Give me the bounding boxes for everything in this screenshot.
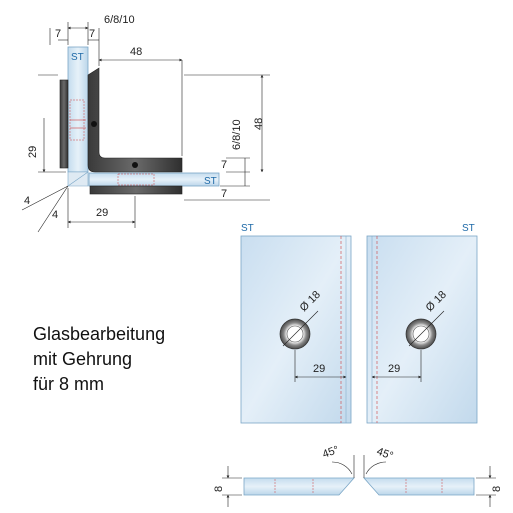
vertical-glass-pane	[67, 46, 89, 173]
glass-panels: ST Ø 18 29 ST Ø 18 29	[240, 223, 478, 424]
right-angle-arc	[365, 461, 387, 475]
edge-profiles: 8 45° 8 45°	[213, 444, 503, 507]
screw-vertical	[91, 121, 97, 127]
dim-gap-7-a-label: 7	[221, 159, 227, 171]
top-view: ST ST 6/8/10 7 7 48 6/8/10 48 7 7 29	[21, 14, 270, 233]
left-angle-label: 45°	[321, 444, 341, 461]
right-edge-profile	[363, 477, 475, 496]
caption-line-3: für 8 mm	[33, 374, 105, 394]
dim-vertical-thickness-label: 6/8/10	[231, 119, 243, 150]
left-edge-distance-label: 29	[313, 363, 325, 375]
dim-side-29-label: 29	[27, 146, 39, 158]
right-thickness-label: 8	[491, 486, 503, 492]
dim-right-gap-label: 7	[89, 28, 95, 40]
dim-diag-4-b-label: 4	[52, 209, 58, 221]
left-panel-st-label: ST	[241, 223, 254, 234]
vertical-pane-hole-outline	[69, 99, 85, 141]
left-clamp-plate	[59, 79, 69, 169]
dim-total-height-label: 48	[253, 118, 265, 130]
dim-gap-7-b-label: 7	[221, 188, 227, 200]
horizontal-pane-hole-outline	[117, 173, 155, 186]
dim-left-gap-label: 7	[55, 28, 61, 40]
right-hole-diameter-line	[408, 310, 445, 347]
caption: Glasbearbeitung mit Gehrung für 8 mm	[33, 322, 165, 397]
caption-line-1: Glasbearbeitung	[33, 324, 166, 344]
dim-thickness-label: 6/8/10	[104, 14, 135, 26]
dim-bottom-29-label: 29	[96, 207, 108, 219]
left-edge-profile	[243, 477, 355, 496]
right-angle-label: 45°	[375, 446, 395, 463]
left-hole-diameter-line	[282, 310, 319, 347]
right-panel-st-label: ST	[462, 223, 475, 234]
dim-line-diag-b	[37, 185, 69, 233]
left-thickness-label: 8	[213, 486, 225, 492]
dim-arm-width-label: 48	[130, 46, 142, 58]
hinge-body	[87, 67, 183, 173]
screw-horizontal	[132, 162, 138, 168]
left-angle-arc	[331, 461, 353, 475]
label-st-vertical: ST	[71, 52, 84, 63]
label-st-horizontal: ST	[204, 176, 217, 187]
caption-line-2: mit Gehrung	[33, 349, 133, 369]
dim-line-diag-a	[21, 185, 69, 211]
dim-diag-4-a-label: 4	[24, 195, 30, 207]
bottom-clamp-plate	[89, 185, 183, 195]
right-edge-distance-label: 29	[388, 363, 400, 375]
